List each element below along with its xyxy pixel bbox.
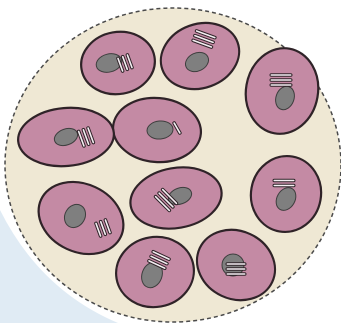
chromosome-bar: [270, 79, 292, 82]
chromosome-bar: [270, 84, 292, 87]
chromosome-bar: [226, 268, 246, 271]
chromosome-bar: [273, 179, 295, 182]
chromosome-bar: [270, 74, 292, 77]
chromosome-bar: [273, 184, 295, 187]
chromosome-bars-icon: [270, 74, 292, 87]
chromosome-bar: [226, 273, 246, 276]
chromosome-bars-icon: [226, 263, 246, 276]
chromosome-bar: [226, 263, 246, 266]
